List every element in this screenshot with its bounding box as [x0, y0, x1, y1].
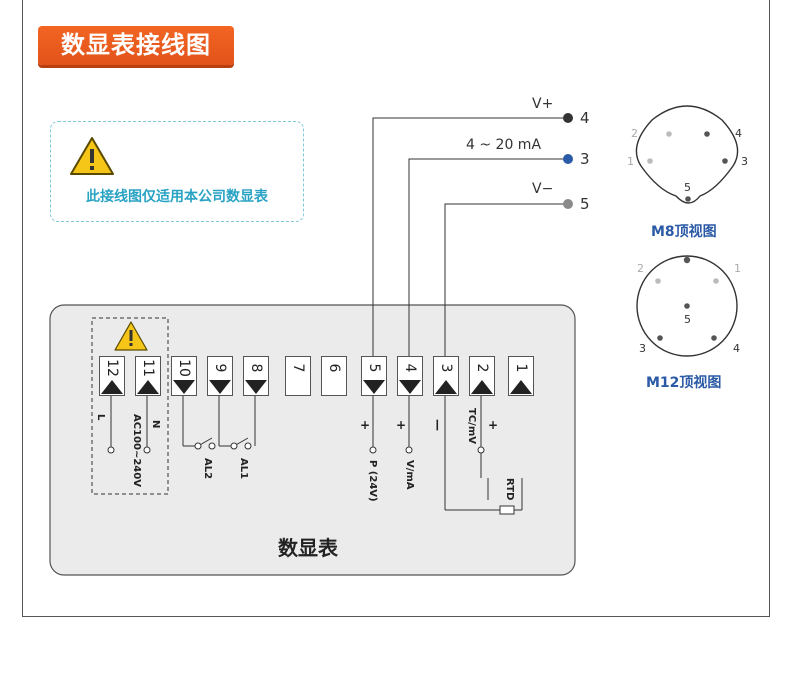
terminal-arrow-icon	[363, 380, 385, 394]
m8-caption: M8顶视图	[651, 224, 717, 240]
applicability-note: 此接线图仅适用本公司数显表	[50, 121, 304, 222]
terminal-1: 1	[508, 356, 534, 396]
terminal-10: 10	[171, 356, 197, 396]
terminal-9: 9	[207, 356, 233, 396]
terminal-12: 12	[99, 356, 125, 396]
label-rtd: RTD	[504, 478, 515, 501]
terminal-5: 5	[361, 356, 387, 396]
page-title: 数显表接线图	[38, 26, 234, 65]
terminal-number: 2	[474, 363, 490, 373]
terminal-6: 6	[321, 356, 347, 396]
terminal-arrow-icon	[101, 380, 123, 394]
m8-pin-3: 3	[741, 155, 748, 168]
m8-pin-4: 4	[735, 127, 742, 140]
signal-label-current: 4 ~ 20 mA	[466, 137, 542, 153]
terminal-arrow-icon	[173, 380, 195, 394]
m12-pin-4: 4	[733, 342, 740, 355]
m8-pin-1: 1	[627, 155, 634, 168]
note-text: 此接线图仅适用本公司数显表	[86, 189, 268, 205]
terminal-2: 2	[469, 356, 495, 396]
m8-pin-5: 5	[684, 181, 691, 194]
label-power: AC100~240V	[131, 414, 142, 487]
diagram-frame	[22, 0, 770, 617]
terminal-arrow-icon	[471, 380, 493, 394]
label-L: L	[95, 414, 106, 421]
label-al2: AL2	[202, 458, 213, 480]
signal-pin-vminus: 5	[580, 195, 590, 213]
warning-icon	[70, 137, 114, 175]
m12-pin-1: 1	[734, 262, 741, 275]
signal-label-vplus: V+	[532, 96, 554, 112]
terminal-arrow-icon	[399, 380, 421, 394]
terminal-11: 11	[135, 356, 161, 396]
terminal-number: 4	[402, 363, 418, 373]
label-tcmv: TC/mV	[466, 408, 477, 444]
label-al1: AL1	[238, 458, 249, 480]
terminal-number: 9	[212, 363, 228, 373]
terminal-3: 3	[433, 356, 459, 396]
terminal-number: 10	[176, 359, 192, 377]
terminal-number: 7	[290, 363, 306, 373]
terminal-arrow-icon	[245, 380, 267, 394]
minus-tc: —	[431, 419, 445, 431]
terminal-8: 8	[243, 356, 269, 396]
plus-tc: +	[488, 418, 499, 432]
m12-caption: M12顶视图	[646, 375, 722, 391]
signal-pin-vplus: 4	[580, 109, 590, 127]
signal-pin-current: 3	[580, 150, 590, 168]
plus-p24: +	[360, 418, 371, 432]
terminal-number: 8	[248, 363, 264, 373]
terminal-number: 1	[513, 363, 529, 373]
label-p24: P (24V)	[367, 460, 378, 502]
terminal-arrow-icon	[435, 380, 457, 394]
terminal-number: 3	[438, 363, 454, 373]
terminal-arrow-icon	[510, 380, 532, 394]
label-vma: V/mA	[404, 460, 415, 490]
terminal-number: 12	[104, 359, 120, 377]
m12-pin-5: 5	[684, 313, 691, 326]
terminal-arrow-icon	[209, 380, 231, 394]
terminal-7: 7	[285, 356, 311, 396]
m12-pin-3: 3	[639, 342, 646, 355]
terminal-4: 4	[397, 356, 423, 396]
meter-title: 数显表	[278, 536, 338, 560]
m8-pin-2: 2	[631, 127, 638, 140]
label-N: N	[150, 420, 161, 429]
terminal-number: 6	[326, 363, 342, 373]
terminal-number: 5	[366, 363, 382, 373]
plus-vma: +	[396, 418, 407, 432]
terminal-number: 11	[140, 359, 156, 377]
m12-pin-2: 2	[637, 262, 644, 275]
terminal-arrow-icon	[137, 380, 159, 394]
signal-label-vminus: V−	[532, 181, 554, 197]
